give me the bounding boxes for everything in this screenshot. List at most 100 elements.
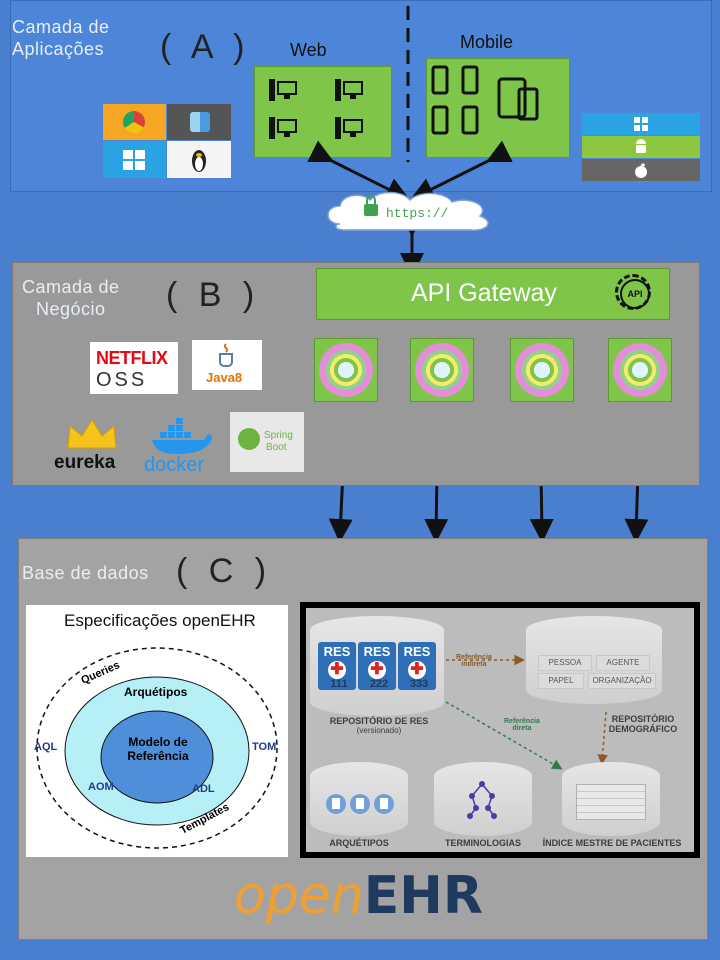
res-repository-line1: REPOSITÓRIO DE RES xyxy=(329,716,429,726)
api-gear-icon: API xyxy=(615,274,651,310)
demographic-repository-line1: REPOSITÓRIO xyxy=(611,714,675,724)
res-label: RES xyxy=(323,644,351,659)
openehr-spec-panel: Especificações openEHR Queries AQL TOM T… xyxy=(26,605,288,857)
netflix-oss-logo: NETFLIX OSS xyxy=(90,342,178,394)
adl-label: ADL xyxy=(192,783,215,795)
res-record-1: RES ✚ xyxy=(318,642,356,690)
openehr-ehr-text: EHR xyxy=(363,866,483,926)
desktop-os-tiles xyxy=(103,104,233,178)
api-gateway: API Gateway API xyxy=(316,268,670,320)
demographic-repository-label: REPOSITÓRIO DEMOGRÁFICO xyxy=(598,714,688,734)
patient-index-table-icon xyxy=(576,784,646,820)
windows-icon xyxy=(123,150,145,170)
https-cloud xyxy=(327,191,489,231)
indirect-reference-label: Referência indireta xyxy=(456,654,492,668)
spec-title: Especificações openEHR xyxy=(64,611,256,630)
medical-cross-icon: ✚ xyxy=(328,661,346,679)
desktop-computers-icon xyxy=(269,79,363,139)
repository-panel: RES ✚ RES ✚ RES ✚ 111 222 333 REPOSITÓRI… xyxy=(306,608,694,852)
layer-b-letter: ( B ) xyxy=(166,276,261,314)
reference-arrows xyxy=(445,654,608,770)
spring-boot-logo: Spring Boot xyxy=(230,412,304,472)
business-layer-title-line1: Camada de xyxy=(22,277,120,297)
tag-organizacao: ORGANIZAÇÃO xyxy=(588,673,656,689)
apple-icon xyxy=(635,163,647,178)
res-repository-label: REPOSITÓRIO DE RES (versionado) xyxy=(314,716,444,735)
medical-cross-icon: ✚ xyxy=(408,661,426,679)
terminologies-label: TERMINOLOGIAS xyxy=(445,838,521,848)
api-badge: API xyxy=(620,279,650,309)
medical-cross-icon: ✚ xyxy=(368,661,386,679)
direct-reference-line1: Referência xyxy=(504,718,540,725)
res-label: RES xyxy=(363,644,391,659)
openehr-wordmark: openEHR xyxy=(234,866,483,926)
netflix-text: NETFLIX xyxy=(96,348,168,368)
java8-logo: Java8 xyxy=(192,340,262,390)
android-tile xyxy=(582,136,700,158)
finder-icon xyxy=(190,112,210,132)
microservice-4 xyxy=(608,338,672,402)
linux-tux-icon xyxy=(192,150,206,172)
tag-papel: PAPEL xyxy=(538,673,584,689)
application-layer-title-line1: Camada de xyxy=(12,17,110,37)
terminologies-cylinder xyxy=(434,762,532,836)
web-label: Web xyxy=(290,40,327,60)
tag-agente: AGENTE xyxy=(596,655,650,671)
application-layer-title-line2: Aplicações xyxy=(12,39,105,59)
res-id-333: 333 xyxy=(409,678,429,690)
spring-text: Spring xyxy=(264,430,293,441)
eureka-crown-icon xyxy=(67,419,117,449)
layer-c-letter: ( C ) xyxy=(176,552,273,590)
https-label: https:// xyxy=(386,206,449,221)
boot-text: Boot xyxy=(266,442,287,453)
mobile-devices-icon xyxy=(431,65,539,135)
openehr-open-text: open xyxy=(234,866,364,926)
mobile-label: Mobile xyxy=(460,32,514,52)
res-record-2: RES ✚ xyxy=(358,642,396,690)
java-cup-icon xyxy=(219,343,233,367)
tom-label: TOM xyxy=(252,741,277,753)
microservice-icon xyxy=(613,343,667,397)
reference-model-line1: Modelo de xyxy=(128,735,188,749)
microservice-icon xyxy=(319,343,373,397)
business-layer-title: Camada de Negócio xyxy=(22,276,120,320)
android-icon xyxy=(636,139,646,153)
patient-index-label: ÍNDICE MESTRE DE PACIENTES xyxy=(542,838,682,848)
windows-tile xyxy=(103,141,166,178)
finder-tile xyxy=(167,104,231,140)
business-layer-title-line2: Negócio xyxy=(36,299,106,319)
archetypes-label: Arquétipos xyxy=(124,685,188,699)
reference-model-line2: Referência xyxy=(127,749,189,763)
api-gateway-label: API Gateway xyxy=(411,279,557,307)
eureka-text: eureka xyxy=(54,452,116,473)
application-layer-title: Camada de Aplicações xyxy=(12,16,110,60)
microservice-2 xyxy=(410,338,474,402)
direct-reference-label: Referência direta xyxy=(504,718,540,732)
res-label: RES xyxy=(403,644,431,659)
layer-a-letter: ( A ) xyxy=(160,28,251,66)
spec-rings-diagram xyxy=(36,647,278,849)
microservice-1 xyxy=(314,338,378,402)
apple-tile xyxy=(582,159,700,181)
aql-label: AQL xyxy=(34,741,58,753)
lock-icon xyxy=(364,204,378,216)
res-repository-line2: (versionado) xyxy=(356,726,402,735)
archetype-documents-icon xyxy=(326,794,394,814)
reference-model-label: Modelo de Referência xyxy=(124,735,192,763)
windows-phone-tile xyxy=(582,113,700,135)
direct-reference-line2: direta xyxy=(512,725,532,732)
chrome-tile xyxy=(103,104,166,140)
res-id-111: 111 xyxy=(330,678,348,690)
database-layer-title: Base de dados xyxy=(22,563,149,583)
tag-pessoa: PESSOA xyxy=(538,655,592,671)
demographic-repository-line2: DEMOGRÁFICO xyxy=(608,724,678,734)
linux-tile xyxy=(167,141,231,178)
chrome-icon xyxy=(123,111,145,133)
archetypes-label: ARQUÉTIPOS xyxy=(329,838,389,848)
docker-text: docker xyxy=(144,454,205,476)
web-mobile-divider xyxy=(406,6,410,162)
microservice-icon xyxy=(415,343,469,397)
terminology-tree-icon xyxy=(467,781,497,819)
indirect-reference-line2: indireta xyxy=(461,661,487,668)
res-id-222: 222 xyxy=(369,678,389,690)
